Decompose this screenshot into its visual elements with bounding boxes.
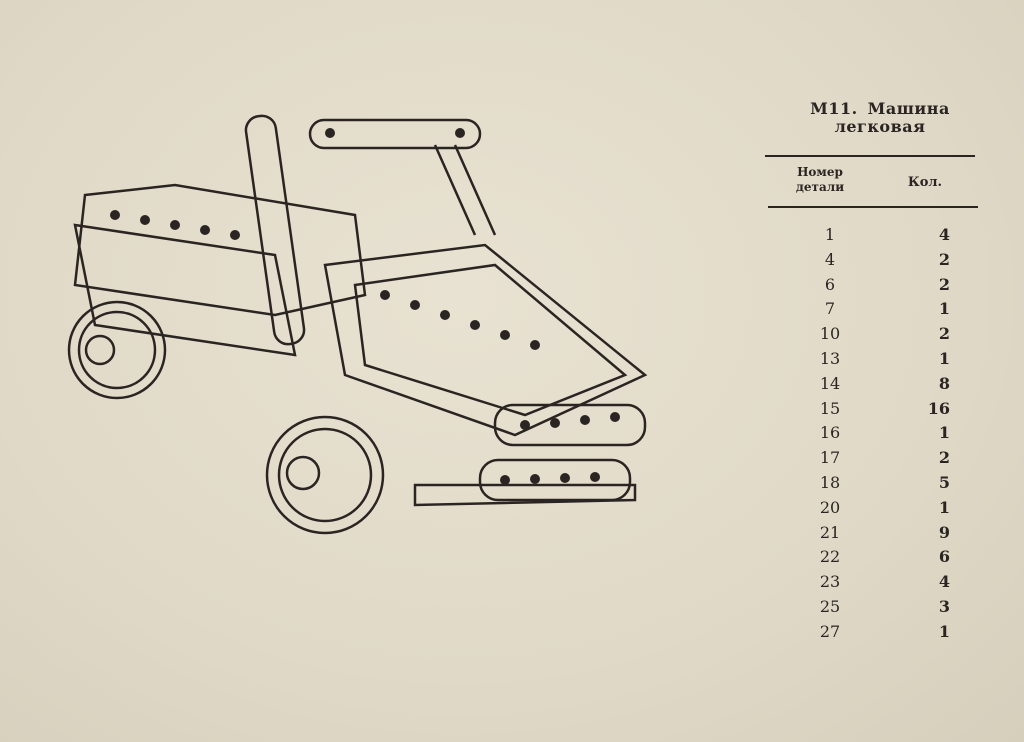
part-number: 7 (824, 299, 836, 319)
part-quantity: 2 (938, 448, 950, 468)
part-quantity: 3 (938, 596, 950, 616)
column-header-part-number: Номер детали (785, 165, 855, 195)
table-row: 16 1 (790, 423, 980, 448)
table-row: 10 2 (790, 324, 980, 349)
part-number: 10 (819, 324, 841, 344)
model-title: M11. Машина легковая (790, 100, 970, 136)
table-row: 22 6 (790, 547, 980, 572)
part-number: 14 (819, 373, 841, 393)
part-quantity: 1 (938, 299, 950, 319)
part-number: 25 (819, 596, 841, 616)
part-quantity: 4 (938, 572, 950, 592)
part-quantity: 1 (938, 348, 950, 368)
table-row: 21 9 (790, 523, 980, 548)
part-quantity: 1 (938, 621, 950, 641)
part-quantity: 16 (927, 398, 950, 418)
table-row: 17 2 (790, 448, 980, 473)
model-name-line2: легковая (834, 117, 926, 136)
part-number: 20 (819, 497, 841, 517)
toy-car-illustration (67, 114, 648, 535)
table-row: 25 3 (790, 597, 980, 622)
part-number: 22 (819, 547, 841, 567)
header-line: детали (795, 180, 845, 194)
part-quantity: 8 (938, 373, 950, 393)
part-number: 21 (819, 522, 841, 542)
part-quantity: 1 (938, 497, 950, 517)
table-row: 18 5 (790, 473, 980, 498)
part-quantity: 2 (938, 249, 950, 269)
header-line: Номер (797, 165, 843, 179)
part-quantity: 4 (938, 225, 950, 244)
part-quantity: 5 (938, 472, 950, 492)
part-number: 15 (819, 398, 841, 418)
part-number: 1 (824, 225, 836, 244)
table-row: 23 4 (790, 572, 980, 597)
part-quantity: 6 (938, 547, 950, 567)
part-quantity: 9 (938, 522, 950, 542)
part-quantity: 1 (938, 423, 950, 443)
table-row: 20 1 (790, 498, 980, 523)
part-number: 6 (824, 274, 836, 294)
part-number: 13 (819, 348, 841, 368)
column-header-quantity: Кол. (907, 175, 943, 190)
part-number: 27 (819, 621, 841, 641)
model-name-line1: Машина (867, 99, 950, 118)
table-row: 13 1 (790, 349, 980, 374)
table-row: 27 1 (790, 622, 980, 647)
part-number: 23 (819, 572, 841, 592)
part-number: 16 (819, 423, 841, 443)
part-number: 17 (819, 448, 841, 468)
table-row: 14 8 (790, 374, 980, 399)
table-header-rule (768, 206, 978, 208)
part-quantity: 2 (938, 324, 950, 344)
part-quantity: 2 (938, 274, 950, 294)
table-top-rule (765, 155, 975, 157)
part-number: 18 (819, 472, 841, 492)
part-number: 4 (824, 249, 836, 269)
model-code: M11. (810, 99, 858, 118)
